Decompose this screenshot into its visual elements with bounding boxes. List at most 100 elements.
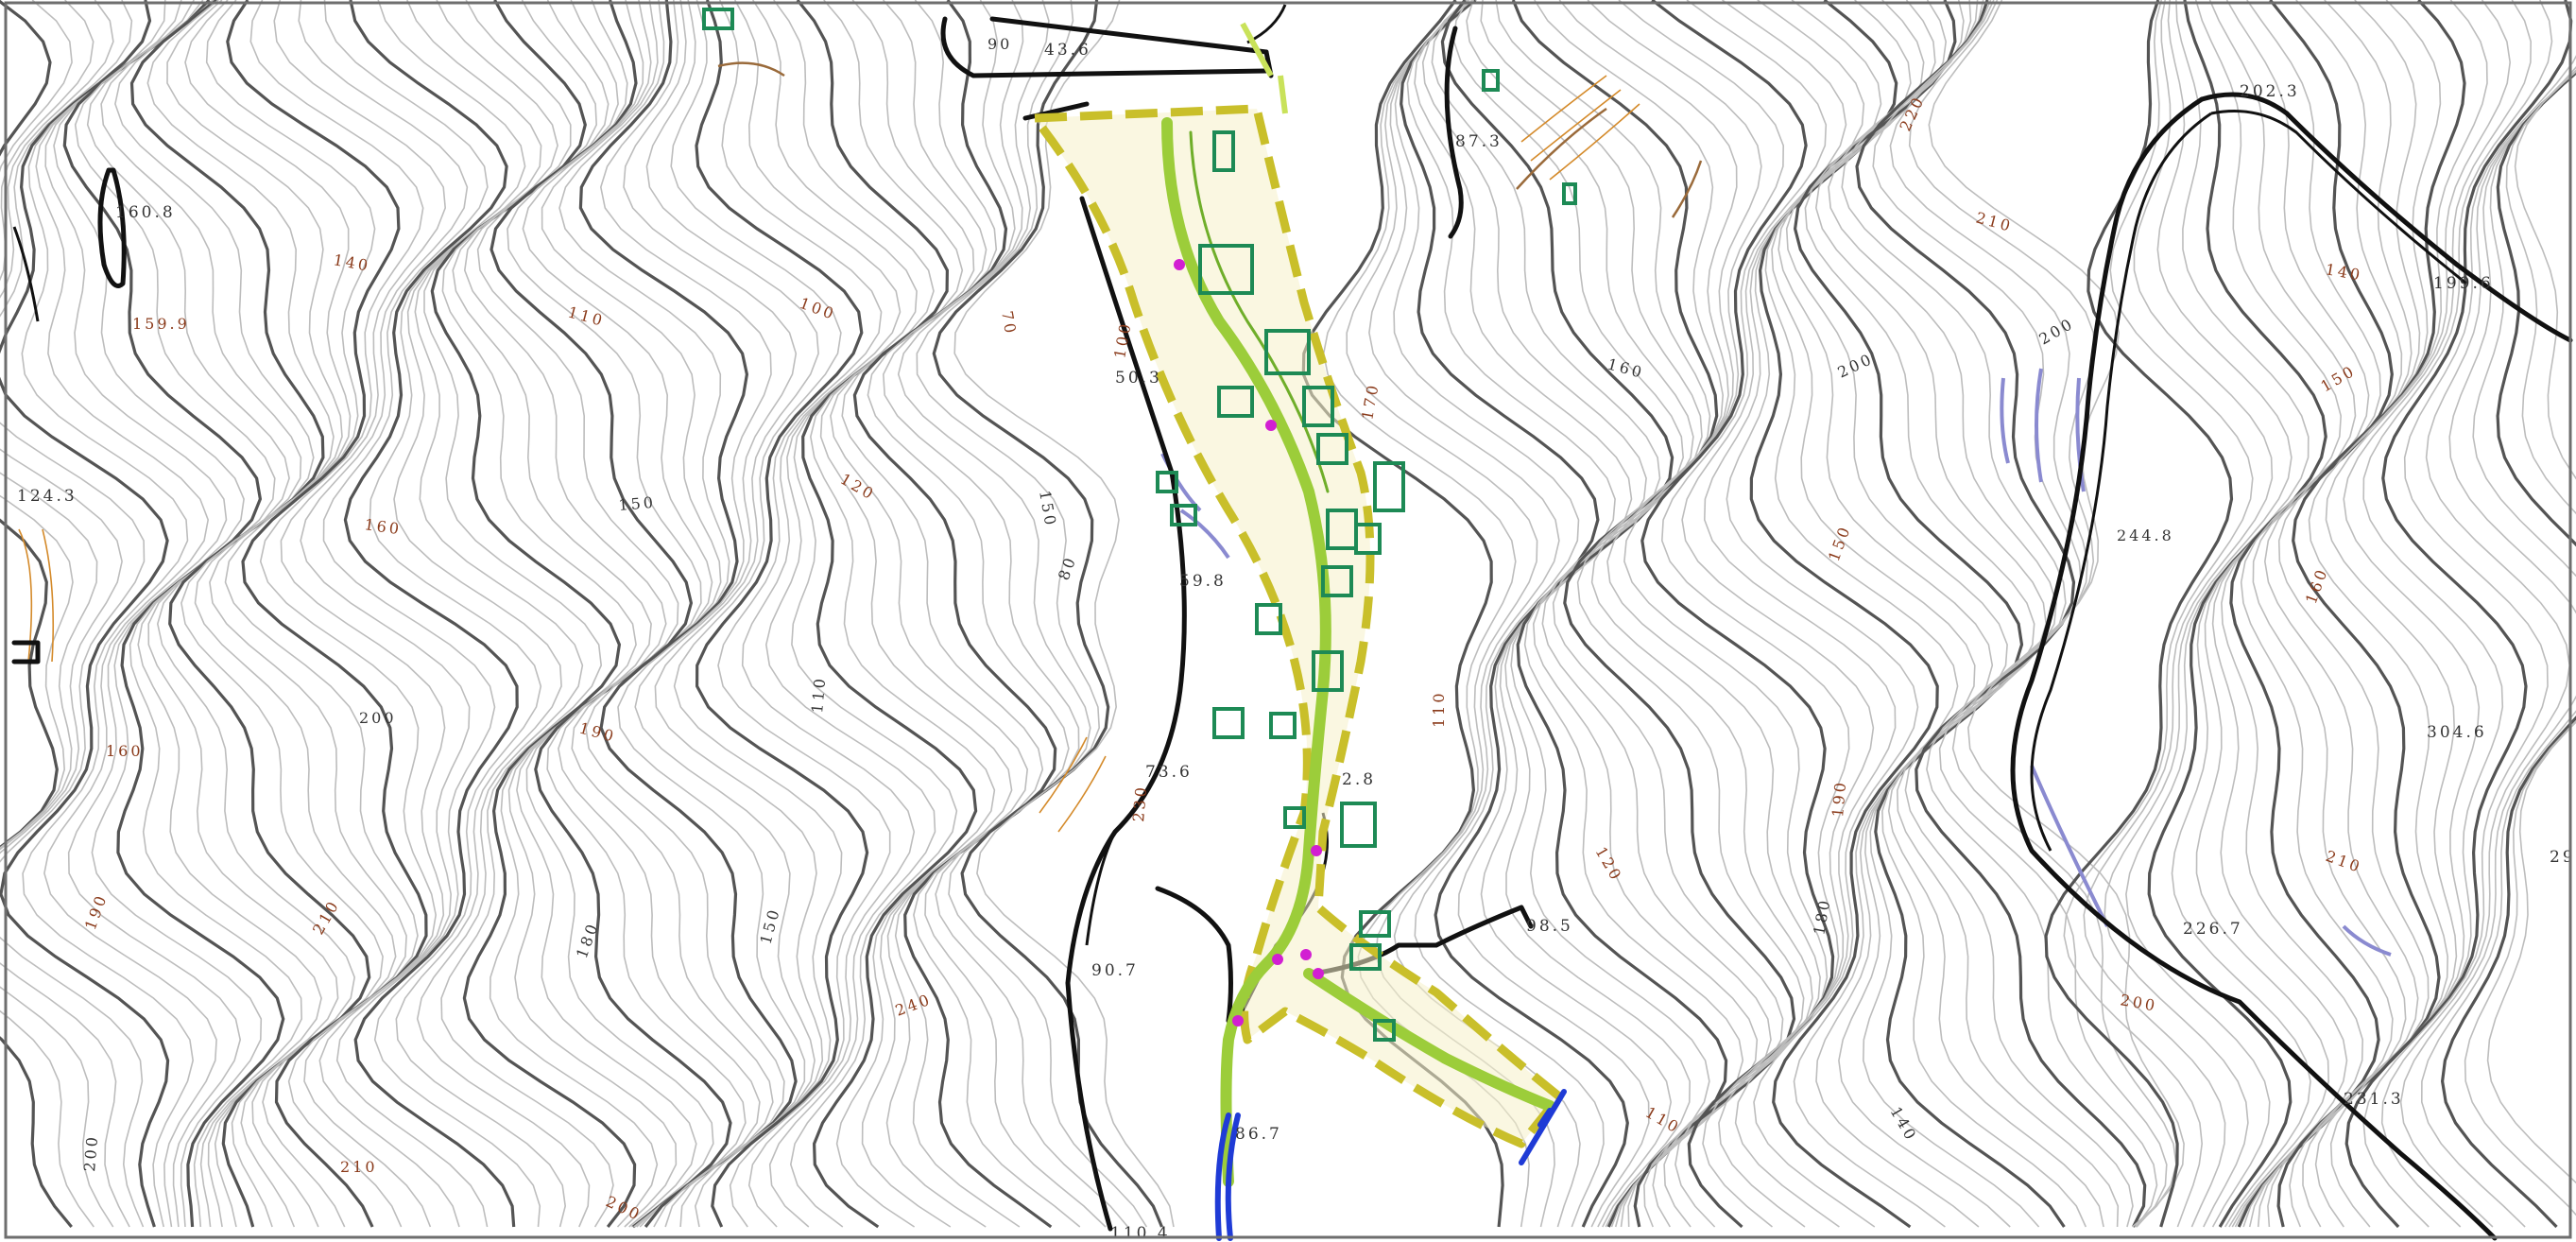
contour-line: [1466, 0, 1759, 1228]
contour-line: [830, 0, 1029, 1228]
spot-height: 87.3: [1455, 132, 1503, 151]
survey-markers: [1174, 259, 1324, 1026]
contour-line: [2240, 0, 2403, 1228]
spot-height: 226.7: [2183, 920, 2243, 939]
contour-line: [1534, 0, 1805, 1228]
contour-line: [897, 0, 1129, 1228]
spot-height: 244.8: [2117, 526, 2174, 544]
contour-line: [322, 0, 496, 1228]
contour-line: [916, 0, 1148, 1228]
spot-height: 50.3: [1115, 369, 1162, 388]
contour-line: [463, 0, 697, 1228]
contour-line: [953, 0, 1175, 1228]
contour-line: [1804, 0, 2087, 1228]
contour-line: [1440, 0, 1728, 1228]
contour-line: [670, 0, 843, 1228]
spot-height: 199.6: [2433, 274, 2494, 293]
contour-line: [44, 0, 242, 1228]
contour-line: [2486, 69, 2576, 1184]
contour-line: [1393, 0, 1605, 1228]
contour-line: [809, 0, 996, 1228]
contour-line: [2362, 55, 2576, 1228]
contour-line: [852, 0, 1057, 1229]
contour-line: [752, 0, 936, 1228]
contour-line: [1777, 0, 2011, 1228]
contour-line: [1793, 0, 2066, 1228]
contour-line: [1855, 0, 2147, 1228]
contour-line: [2420, 72, 2576, 1228]
contour-line: [2104, 0, 2293, 1228]
spot-height: 59.8: [1179, 572, 1227, 591]
contour-line: [489, 0, 732, 1229]
contour-line: [2063, 0, 2254, 1228]
leader-line: [1240, 22, 1288, 114]
spot-height: 43.6: [1044, 41, 1091, 60]
contour-line: [623, 0, 816, 1228]
contour-label: 210: [340, 1158, 378, 1176]
contour-line: [1495, 0, 1784, 1228]
contour-line: [114, 0, 356, 1228]
contour-line: [541, 0, 774, 1228]
contour-label: 150: [618, 493, 657, 514]
contour-line: [1841, 0, 2134, 1228]
contour-line: [522, 0, 761, 1228]
contour-line: [0, 0, 130, 1228]
contour-line: [1681, 0, 1875, 1228]
spot-height: 98.5: [1526, 917, 1573, 936]
contour-line: [2083, 0, 2274, 1228]
contour-line: [867, 0, 1081, 1228]
contour-line: [249, 0, 438, 1228]
contour-line: [599, 0, 806, 1228]
contour-line: [2440, 70, 2576, 1229]
contour-line: [35, 0, 217, 1228]
contour-line: [1814, 0, 2104, 1228]
contour-label: 200: [80, 1133, 101, 1172]
contour-line: [369, 0, 542, 1228]
contour-line: [733, 0, 916, 1228]
spot-height: 29: [2550, 848, 2576, 867]
spot-height: 159.9: [132, 315, 190, 333]
spot-height: 86.7: [1235, 1125, 1282, 1144]
contour-line: [2380, 66, 2576, 1228]
contour-line: [1480, 0, 1772, 1228]
contour-label: 200: [359, 709, 397, 727]
contour-line: [2399, 70, 2576, 1228]
spot-height: 73.6: [1145, 763, 1193, 782]
contour-line: [298, 0, 471, 1228]
contour-line: [932, 0, 1163, 1228]
contour-line: [0, 0, 73, 1229]
contour-line: [100, 0, 339, 1228]
contour-line: [2147, 0, 2327, 1228]
contour-line: [1511, 0, 1796, 1228]
contour-line: [2248, 0, 2413, 1228]
contour-line: [0, 0, 114, 1228]
contour-label: 230: [1129, 784, 1150, 822]
spot-height-labels: 43.6 202.3 160.8 159.9 199.6 124.3 87.3 …: [17, 41, 2576, 1242]
contour-line: [717, 0, 891, 1228]
contour-line: [2276, 0, 2466, 1228]
contour-line: [507, 0, 747, 1228]
contour-line: [578, 0, 798, 1228]
contour-line: [2125, 0, 2310, 1228]
contour-line: [2257, 0, 2421, 1228]
contour-line: [819, 0, 1013, 1228]
contour-line: [393, 0, 567, 1228]
contour-line: [695, 0, 869, 1228]
contour-line: [273, 0, 447, 1228]
contour-line: [343, 0, 519, 1228]
contour-line: [2171, 0, 2343, 1228]
contour-line: [0, 0, 146, 1228]
spot-height: 124.3: [17, 487, 77, 506]
contour-label: 110: [808, 675, 829, 714]
contour-label: 160: [106, 742, 144, 760]
contour-line: [2344, 0, 2573, 1229]
spot-height: 90.7: [1091, 961, 1139, 980]
contour-line: [2464, 70, 2576, 1216]
slope-hatching: [18, 61, 1703, 833]
contour-line: [2211, 0, 2370, 1228]
water-features: [1214, 1089, 1567, 1241]
contour-line: [1828, 0, 2120, 1228]
spot-height: 202.3: [2240, 82, 2300, 101]
